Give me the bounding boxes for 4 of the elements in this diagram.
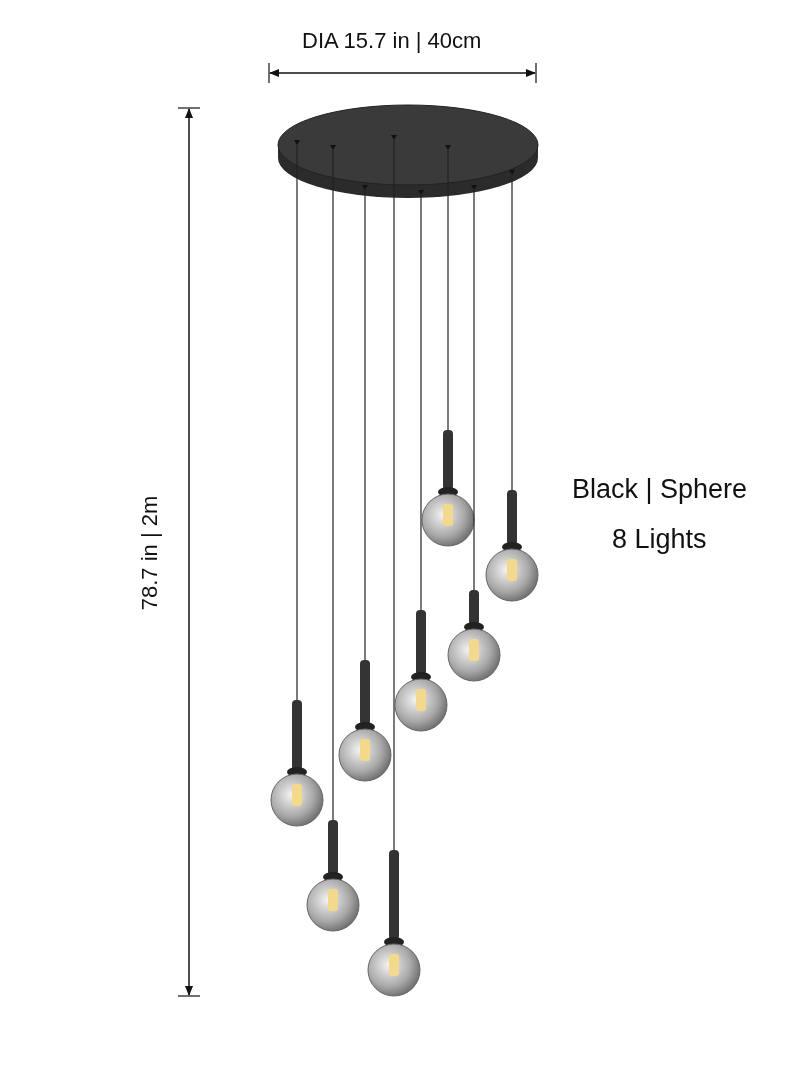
dimension-label: 78.7 in | 2m: [137, 495, 164, 611]
product-description: Black | Sphere: [572, 474, 748, 505]
product-description: 8 Lights: [612, 524, 707, 555]
dimension-label: DIA 15.7 in | 40cm: [302, 28, 482, 54]
